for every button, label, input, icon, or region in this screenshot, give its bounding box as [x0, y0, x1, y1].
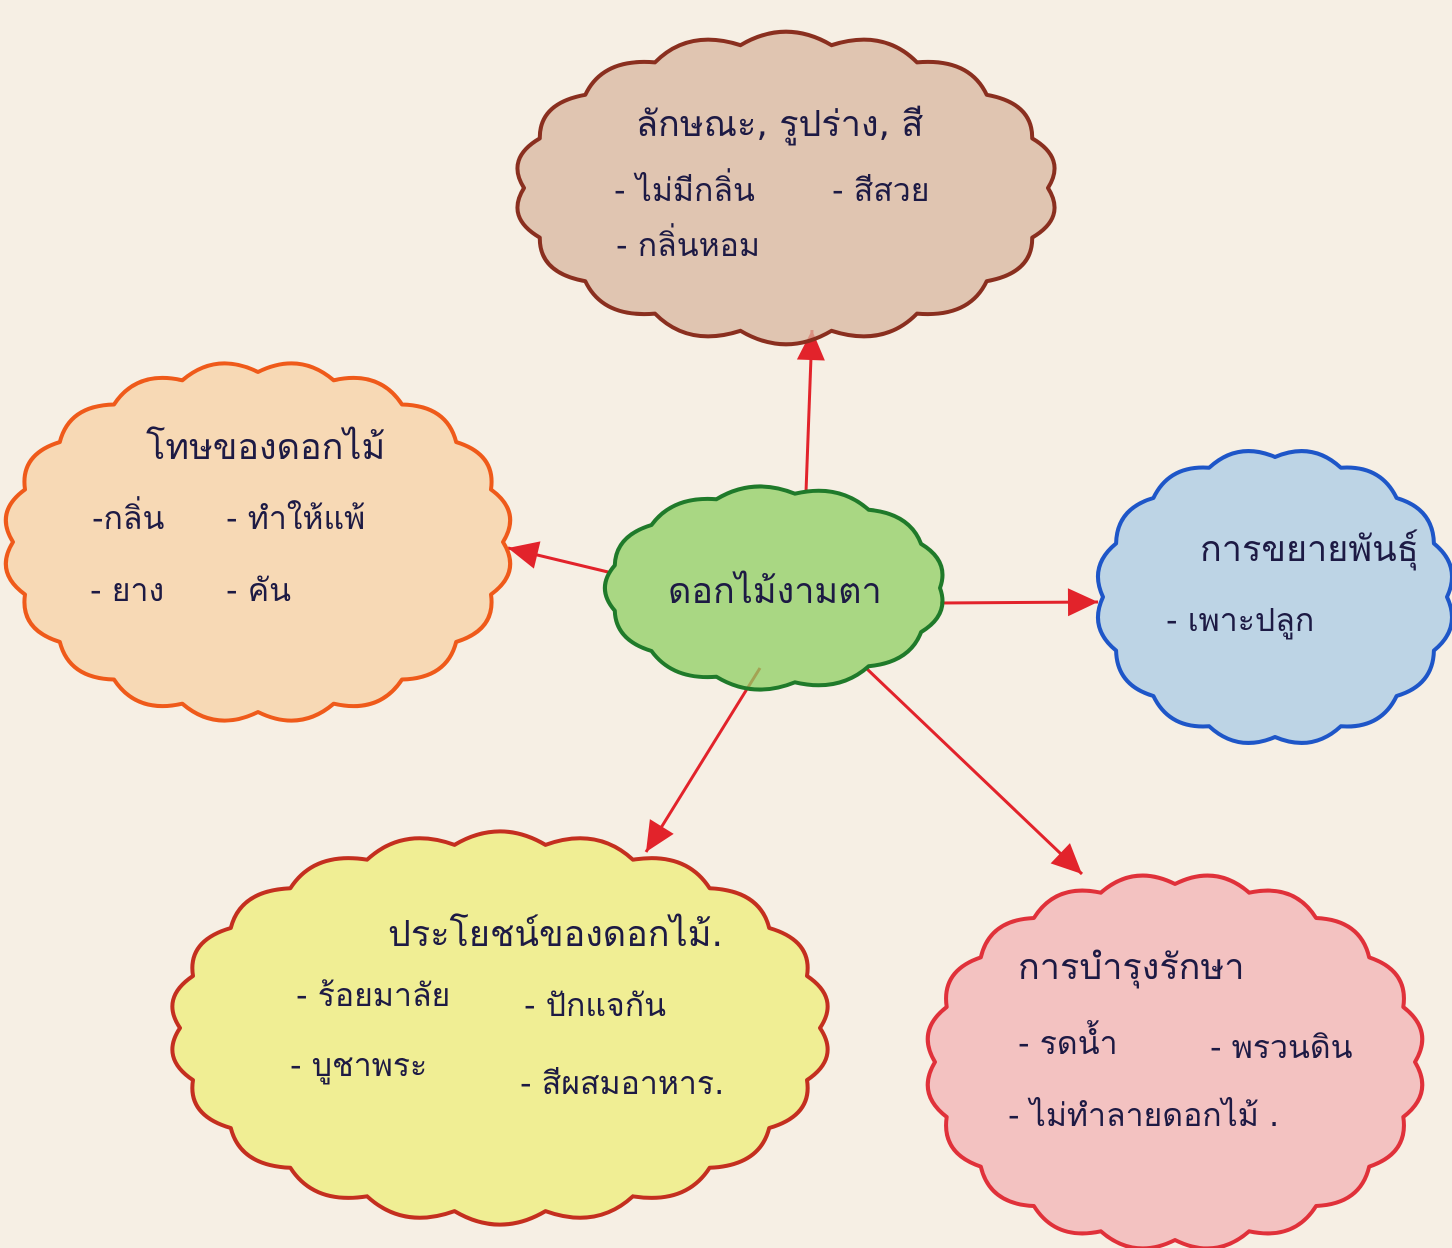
appearance-cloud [515, 29, 1057, 347]
appearance-item-fragrant: - กลิ่นหอม [616, 226, 760, 264]
care-item-dont-destroy: - ไม่ทำลายดอกไม้ . [1008, 1096, 1280, 1134]
appearance-item-pretty-color: - สีสวย [832, 171, 930, 209]
arrowhead-propagation [1067, 588, 1098, 617]
center-label: ดอกไม้งามตา [668, 571, 882, 612]
arrow-to-benefits [644, 667, 762, 853]
propagation-title: การขยายพันธุ์ [1200, 529, 1419, 570]
harm-title: โทษของดอกไม้ [146, 427, 386, 468]
propagation-item-planting: - เพาะปลูก [1166, 601, 1315, 639]
care-item-tilling: - พรวนดิน [1210, 1028, 1353, 1066]
arrowhead-appearance [796, 330, 825, 361]
arrowhead-harm [508, 541, 541, 569]
arrow-to-care [864, 666, 1084, 876]
care-cloud [925, 873, 1425, 1248]
care-item-watering: - รดน้ำ [1018, 1024, 1118, 1062]
harm-item-smell: -กลิ่น [92, 499, 165, 537]
harm-item-sap: - ยาง [90, 571, 165, 609]
harm-cloud [3, 361, 513, 723]
harm-item-allergy: - ทำให้แพ้ [226, 499, 366, 537]
benefits-item-garland: - ร้อยมาลัย [296, 976, 451, 1014]
benefits-cloud [170, 829, 830, 1227]
care-title: การบำรุงรักษา [1018, 947, 1245, 988]
arrowhead-benefits [646, 819, 674, 852]
benefits-item-worship: - บูชาพระ [290, 1046, 428, 1084]
benefits-title: ประโยชน์ของดอกไม้. [388, 914, 723, 955]
arrowhead-care [1050, 843, 1082, 874]
benefits-item-vase: - ปักแจกัน [524, 986, 667, 1024]
benefits-item-food-color: - สีผสมอาหาร. [520, 1064, 725, 1102]
cloud-layer [3, 29, 1452, 1248]
appearance-title: ลักษณะ, รูปร่าง, สี [636, 104, 924, 145]
propagation-cloud [1095, 449, 1452, 745]
center-cloud [602, 484, 945, 692]
harm-item-itch: - คัน [226, 571, 291, 609]
arrow-layer [507, 329, 1099, 876]
appearance-item-no-smell: - ไม่มีกลิ่น [614, 171, 755, 209]
